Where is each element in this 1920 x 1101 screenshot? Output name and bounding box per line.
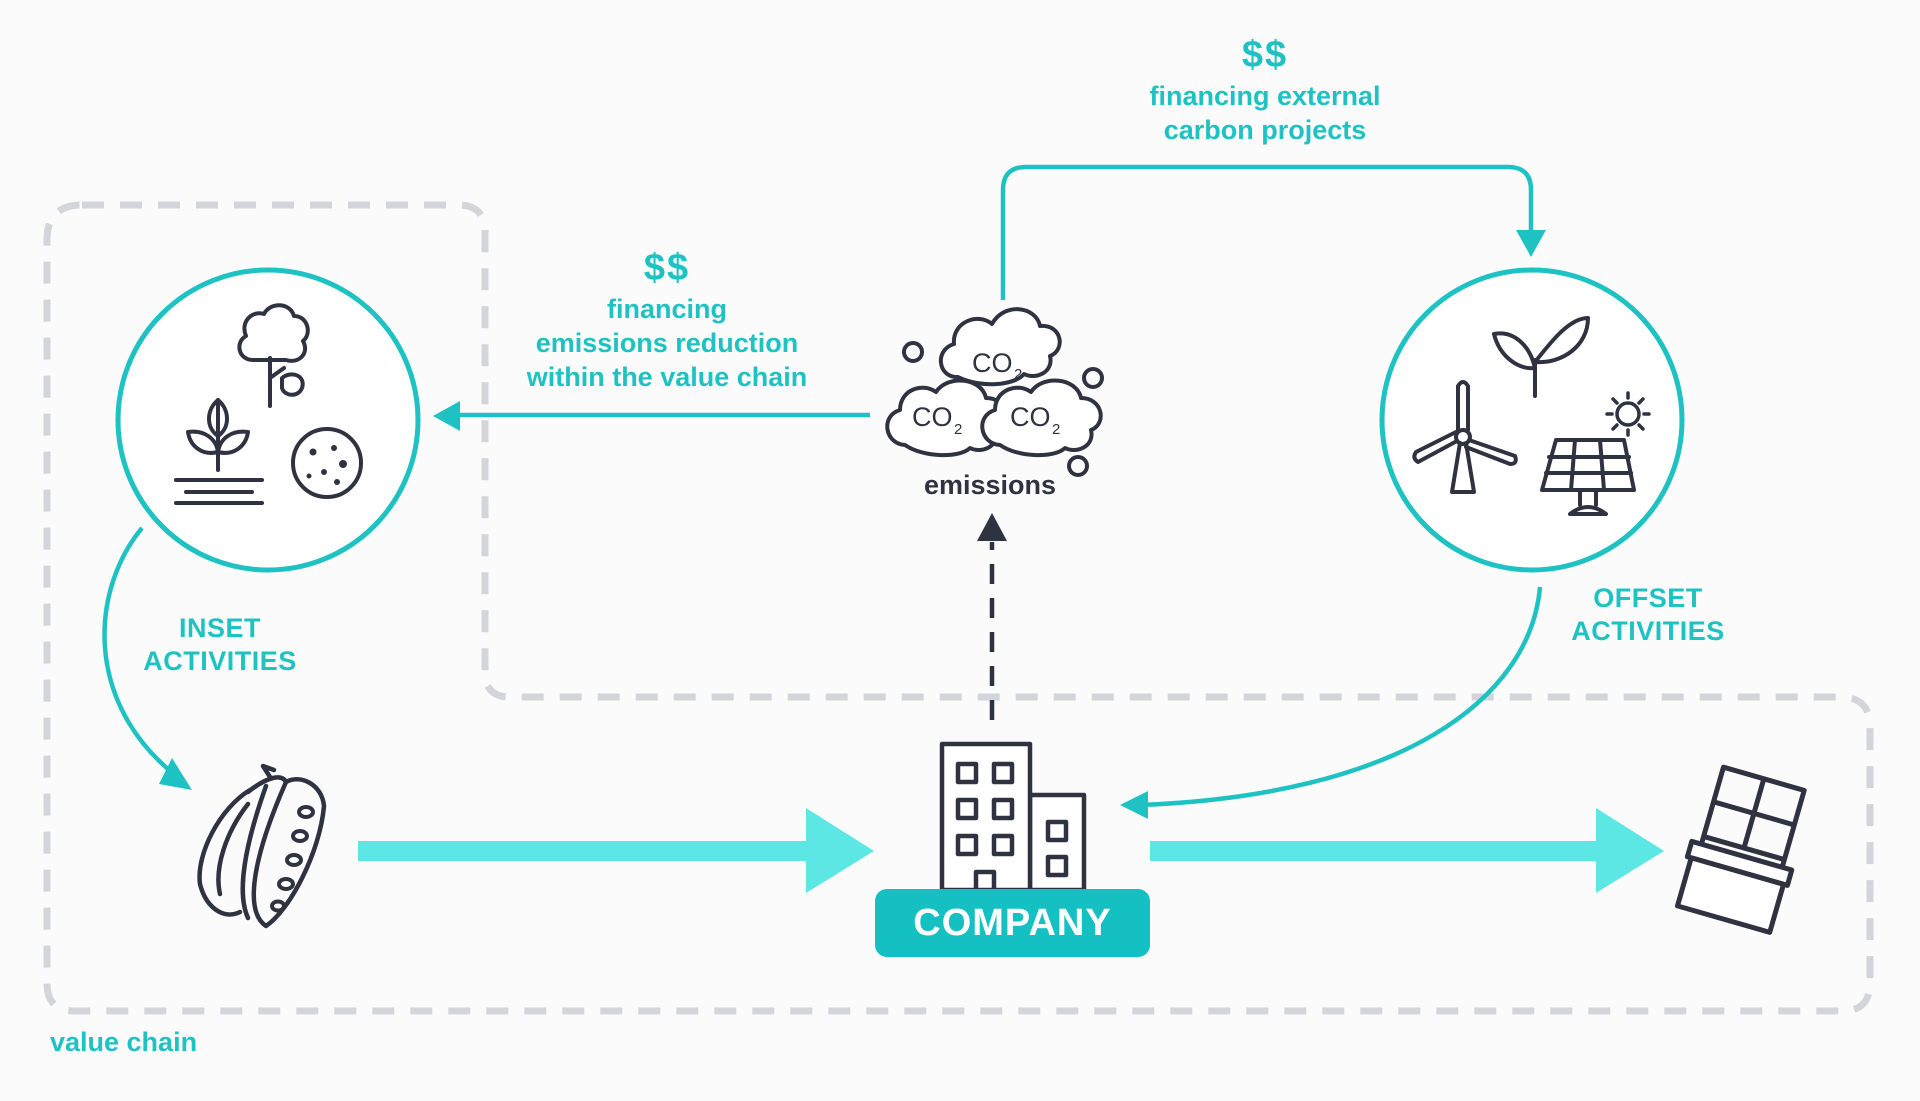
chocolate-bar-icon [1674, 764, 1807, 935]
cocoa-pod-icon [197, 763, 327, 929]
flow-arrow-cocoa-to-company [358, 808, 874, 893]
inset-activities-arrowhead [159, 758, 192, 790]
offset-activities-label: OFFSET ACTIVITIES [1548, 582, 1748, 648]
building-icon [939, 741, 1087, 893]
inset-activities-circle [115, 267, 421, 573]
internal-financing-line3: within the value chain [526, 362, 808, 392]
co2-label-top: CO [972, 348, 1013, 378]
external-financing-arrow [1000, 164, 1534, 300]
company-badge: COMPANY [875, 889, 1150, 957]
co2-subscript-top: 2 [1014, 366, 1022, 383]
offset-line1: OFFSET [1593, 583, 1703, 613]
external-financing-currency: $$ [1241, 34, 1289, 76]
co2-label-right: CO [1010, 402, 1051, 432]
internal-financing-line1: financing [607, 294, 727, 324]
co2-clouds-icon [885, 307, 1103, 458]
flow-arrow-company-to-chocolate [1150, 808, 1664, 893]
co2-labels: CO 2 CO 2 CO 2 [912, 348, 1060, 438]
internal-financing-line2: emissions reduction [535, 328, 799, 358]
internal-financing-label: financing emissions reduction within the… [497, 292, 837, 394]
tree-icon [237, 303, 310, 408]
inset-line2: ACTIVITIES [143, 646, 297, 676]
inset-line1: INSET [178, 613, 261, 643]
offset-line2: ACTIVITIES [1571, 616, 1725, 646]
internal-financing-currency: $$ [643, 247, 691, 289]
company-label: COMPANY [913, 901, 1112, 944]
sun-icon [1605, 391, 1651, 437]
emissions-label: emissions [923, 470, 1057, 500]
external-financing-line2: carbon projects [1163, 115, 1367, 145]
company-emissions-arrowhead [977, 513, 1007, 541]
co2-subscript-right: 2 [1052, 421, 1060, 438]
soil-icon [291, 427, 363, 499]
value-chain-boundary [43, 201, 1874, 1015]
internal-financing-arrowhead [433, 401, 460, 431]
value-chain-label: value chain [50, 1027, 198, 1057]
offset-activities-circle [1379, 267, 1685, 573]
offset-activities-arrowhead [1120, 791, 1148, 819]
external-financing-line1: financing external [1149, 81, 1381, 111]
co2-subscript-left: 2 [954, 421, 962, 438]
co2-label-left: CO [912, 402, 953, 432]
inset-activities-arrow [102, 526, 177, 777]
emission-bubbles [902, 341, 1104, 477]
offset-activities-arrow [1139, 586, 1543, 808]
sprout-icon [174, 398, 264, 505]
wind-turbine-icon [1412, 380, 1518, 494]
external-financing-arrowhead [1516, 230, 1546, 257]
leaf-sprout-icon [1492, 316, 1590, 398]
solar-panel-icon [1540, 438, 1636, 516]
external-financing-label: financing external carbon projects [1090, 79, 1440, 147]
inset-activities-label: INSET ACTIVITIES [120, 612, 320, 678]
